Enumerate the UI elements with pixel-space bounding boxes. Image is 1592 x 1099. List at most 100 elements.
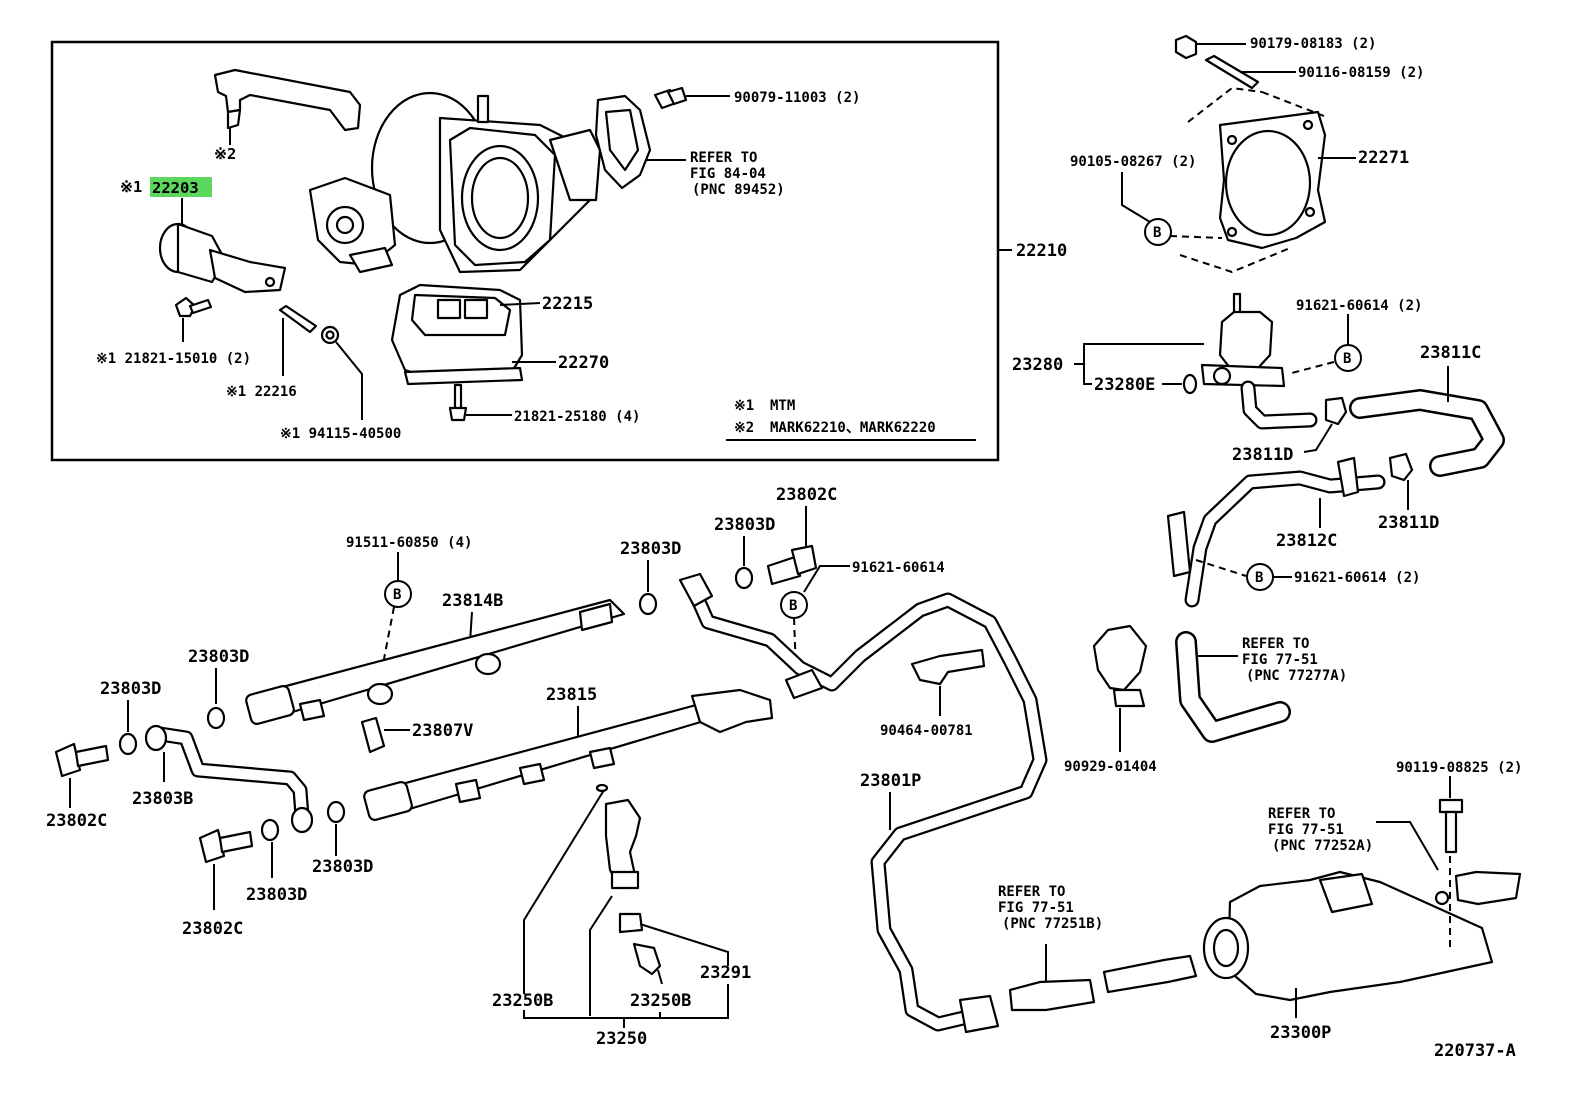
part-label-23814B[interactable]: 23814B bbox=[442, 591, 503, 611]
union-bolt-23802c-top-part[interactable] bbox=[766, 544, 818, 586]
part-label-22203-mark[interactable]: ※1 bbox=[120, 178, 142, 196]
refer-77252a-line3[interactable]: (PNC 77252A) bbox=[1272, 838, 1373, 854]
bolt-90119-part[interactable] bbox=[1434, 776, 1464, 950]
refer-84-04-line1[interactable]: REFER TO bbox=[690, 150, 757, 166]
part-label-mark2[interactable]: ※2 bbox=[214, 145, 236, 163]
refer-77251b-line3[interactable]: (PNC 77251B) bbox=[1002, 916, 1103, 932]
throttle-body-part[interactable] bbox=[308, 91, 602, 274]
fuel-pipe-23803b-part[interactable] bbox=[144, 724, 314, 834]
bracket-part[interactable] bbox=[213, 68, 362, 145]
part-label-22216[interactable]: ※1 22216 bbox=[226, 384, 297, 400]
stud-90116-part[interactable] bbox=[1204, 54, 1296, 90]
clamp-23811d-upper-part[interactable] bbox=[1303, 396, 1348, 453]
part-label-23811D-a[interactable]: 23811D bbox=[1232, 445, 1293, 465]
part-label-23802C-left[interactable]: 23802C bbox=[46, 811, 107, 831]
gasket-23803d-left-part[interactable] bbox=[206, 706, 226, 730]
gasket-23803d-bot-part[interactable] bbox=[326, 800, 346, 824]
fuel-rail-23815-part[interactable] bbox=[363, 688, 774, 821]
fuel-injector-23250-part[interactable] bbox=[523, 783, 729, 1016]
refer-77277a-line2[interactable]: FIG 77-51 bbox=[1242, 652, 1318, 668]
hose-77251b-part[interactable] bbox=[1008, 944, 1198, 1012]
part-label-23803D-bot2[interactable]: 23803D bbox=[246, 885, 307, 905]
union-bolt-23802c-bot-part[interactable] bbox=[198, 828, 254, 910]
part-label-90179-08183[interactable]: 90179-08183 (2) bbox=[1250, 36, 1376, 52]
part-label-21821-25180[interactable]: 21821-25180 (4) bbox=[514, 409, 640, 425]
clip-90929-part[interactable] bbox=[1092, 624, 1148, 752]
hose-23811c-part[interactable] bbox=[1349, 366, 1505, 477]
clamp-23811d-lower-part[interactable] bbox=[1388, 452, 1414, 510]
hose-77277a-part[interactable] bbox=[1175, 631, 1291, 743]
part-label-22270[interactable]: 22270 bbox=[558, 353, 609, 373]
stud-22216-part[interactable] bbox=[278, 304, 318, 376]
part-label-23250B-a[interactable]: 23250B bbox=[492, 991, 553, 1011]
bolt-90079-part[interactable] bbox=[653, 86, 730, 110]
bolt-marker-b-2[interactable] bbox=[1334, 344, 1362, 372]
gasket-22271-part[interactable] bbox=[1179, 86, 1356, 274]
part-label-91621-right[interactable]: 91621-60614 (2) bbox=[1294, 570, 1420, 586]
refer-77252a-line1[interactable]: REFER TO bbox=[1268, 806, 1335, 822]
part-label-23807V[interactable]: 23807V bbox=[412, 721, 473, 741]
part-label-23250B-b[interactable]: 23250B bbox=[630, 991, 691, 1011]
hose-77252a-part[interactable] bbox=[1376, 821, 1522, 906]
part-label-22210[interactable]: 22210 bbox=[1016, 241, 1067, 261]
part-label-91621-top[interactable]: 91621-60614 (2) bbox=[1296, 298, 1422, 314]
insulator-23807v-part[interactable] bbox=[360, 716, 410, 754]
part-label-23802C-top[interactable]: 23802C bbox=[776, 485, 837, 505]
union-bolt-23802c-left-part[interactable] bbox=[54, 742, 110, 808]
part-label-23803D-bot[interactable]: 23803D bbox=[312, 857, 373, 877]
pulsation-damper-23300p-part[interactable] bbox=[1202, 870, 1494, 1018]
part-label-22203[interactable]: 22203 bbox=[152, 179, 199, 197]
part-label-90119-08825[interactable]: 90119-08825 (2) bbox=[1396, 760, 1522, 776]
nut-90179-part[interactable] bbox=[1174, 34, 1246, 60]
part-label-90116-08159[interactable]: 90116-08159 (2) bbox=[1298, 65, 1424, 81]
part-label-23803B[interactable]: 23803B bbox=[132, 789, 193, 809]
part-label-23812C[interactable]: 23812C bbox=[1276, 531, 1337, 551]
part-label-90929-01404[interactable]: 90929-01404 bbox=[1064, 759, 1157, 775]
part-label-23802C-bot[interactable]: 23802C bbox=[182, 919, 243, 939]
part-label-90105-08267[interactable]: 90105-08267 (2) bbox=[1070, 154, 1196, 170]
part-label-23280E[interactable]: 23280E bbox=[1094, 375, 1155, 395]
part-label-23811C[interactable]: 23811C bbox=[1420, 343, 1481, 363]
fuel-rail-23814b-part[interactable] bbox=[245, 598, 626, 725]
part-label-91511-60850[interactable]: 91511-60850 (4) bbox=[346, 535, 472, 551]
part-label-23300P[interactable]: 23300P bbox=[1270, 1023, 1331, 1043]
fuel-pipe-23812c-part[interactable] bbox=[1166, 456, 1386, 608]
gasket-23803d-mid-part[interactable] bbox=[638, 592, 658, 616]
screw-21821-15010-part[interactable] bbox=[174, 296, 213, 342]
bolt-marker-b-5[interactable] bbox=[384, 580, 412, 608]
refer-84-04-line2[interactable]: FIG 84-04 bbox=[690, 166, 766, 182]
part-label-21821-15010[interactable]: ※1 21821-15010 (2) bbox=[96, 351, 251, 367]
part-label-22271[interactable]: 22271 bbox=[1358, 148, 1409, 168]
fuel-pressure-regulator-part[interactable] bbox=[1200, 292, 1318, 430]
refer-77251b-line1[interactable]: REFER TO bbox=[998, 884, 1065, 900]
part-label-23803D-mid[interactable]: 23803D bbox=[620, 539, 681, 559]
part-label-90464-00781[interactable]: 90464-00781 bbox=[880, 723, 973, 739]
throttle-position-sensor-part[interactable] bbox=[158, 222, 287, 294]
part-label-23801P[interactable]: 23801P bbox=[860, 771, 921, 791]
part-label-23803D-far[interactable]: 23803D bbox=[100, 679, 161, 699]
part-label-23803D-top[interactable]: 23803D bbox=[714, 515, 775, 535]
nut-94115-part[interactable] bbox=[320, 325, 363, 420]
part-label-22215[interactable]: 22215 bbox=[542, 294, 593, 314]
refer-77252a-line2[interactable]: FIG 77-51 bbox=[1268, 822, 1344, 838]
part-label-91621-mid[interactable]: 91621-60614 bbox=[852, 560, 945, 576]
part-label-23291[interactable]: 23291 bbox=[700, 963, 751, 983]
gasket-23803d-far-part[interactable] bbox=[118, 732, 138, 756]
part-label-23250[interactable]: 23250 bbox=[596, 1029, 647, 1049]
fuel-pipe-23801p-part[interactable] bbox=[678, 572, 1048, 1034]
part-label-94115-40500[interactable]: ※1 94115-40500 bbox=[280, 426, 401, 442]
part-label-23811D-b[interactable]: 23811D bbox=[1378, 513, 1439, 533]
o-ring-23280e-part[interactable] bbox=[1182, 373, 1198, 395]
screw-21821-25180-part[interactable] bbox=[448, 383, 512, 422]
refer-84-04-line3[interactable]: (PNC 89452) bbox=[692, 182, 785, 198]
refer-77251b-line2[interactable]: FIG 77-51 bbox=[998, 900, 1074, 916]
part-label-90079-11003[interactable]: 90079-11003 (2) bbox=[734, 90, 860, 106]
part-label-23815[interactable]: 23815 bbox=[546, 685, 597, 705]
refer-77277a-line1[interactable]: REFER TO bbox=[1242, 636, 1309, 652]
idle-speed-control-valve-part[interactable] bbox=[390, 283, 556, 386]
part-label-23803D-left[interactable]: 23803D bbox=[188, 647, 249, 667]
refer-84-04-part[interactable] bbox=[594, 94, 686, 190]
part-label-23280[interactable]: 23280 bbox=[1012, 355, 1063, 375]
clamp-90464-part[interactable] bbox=[910, 648, 986, 716]
gasket-23803d-bot2-part[interactable] bbox=[260, 818, 280, 842]
